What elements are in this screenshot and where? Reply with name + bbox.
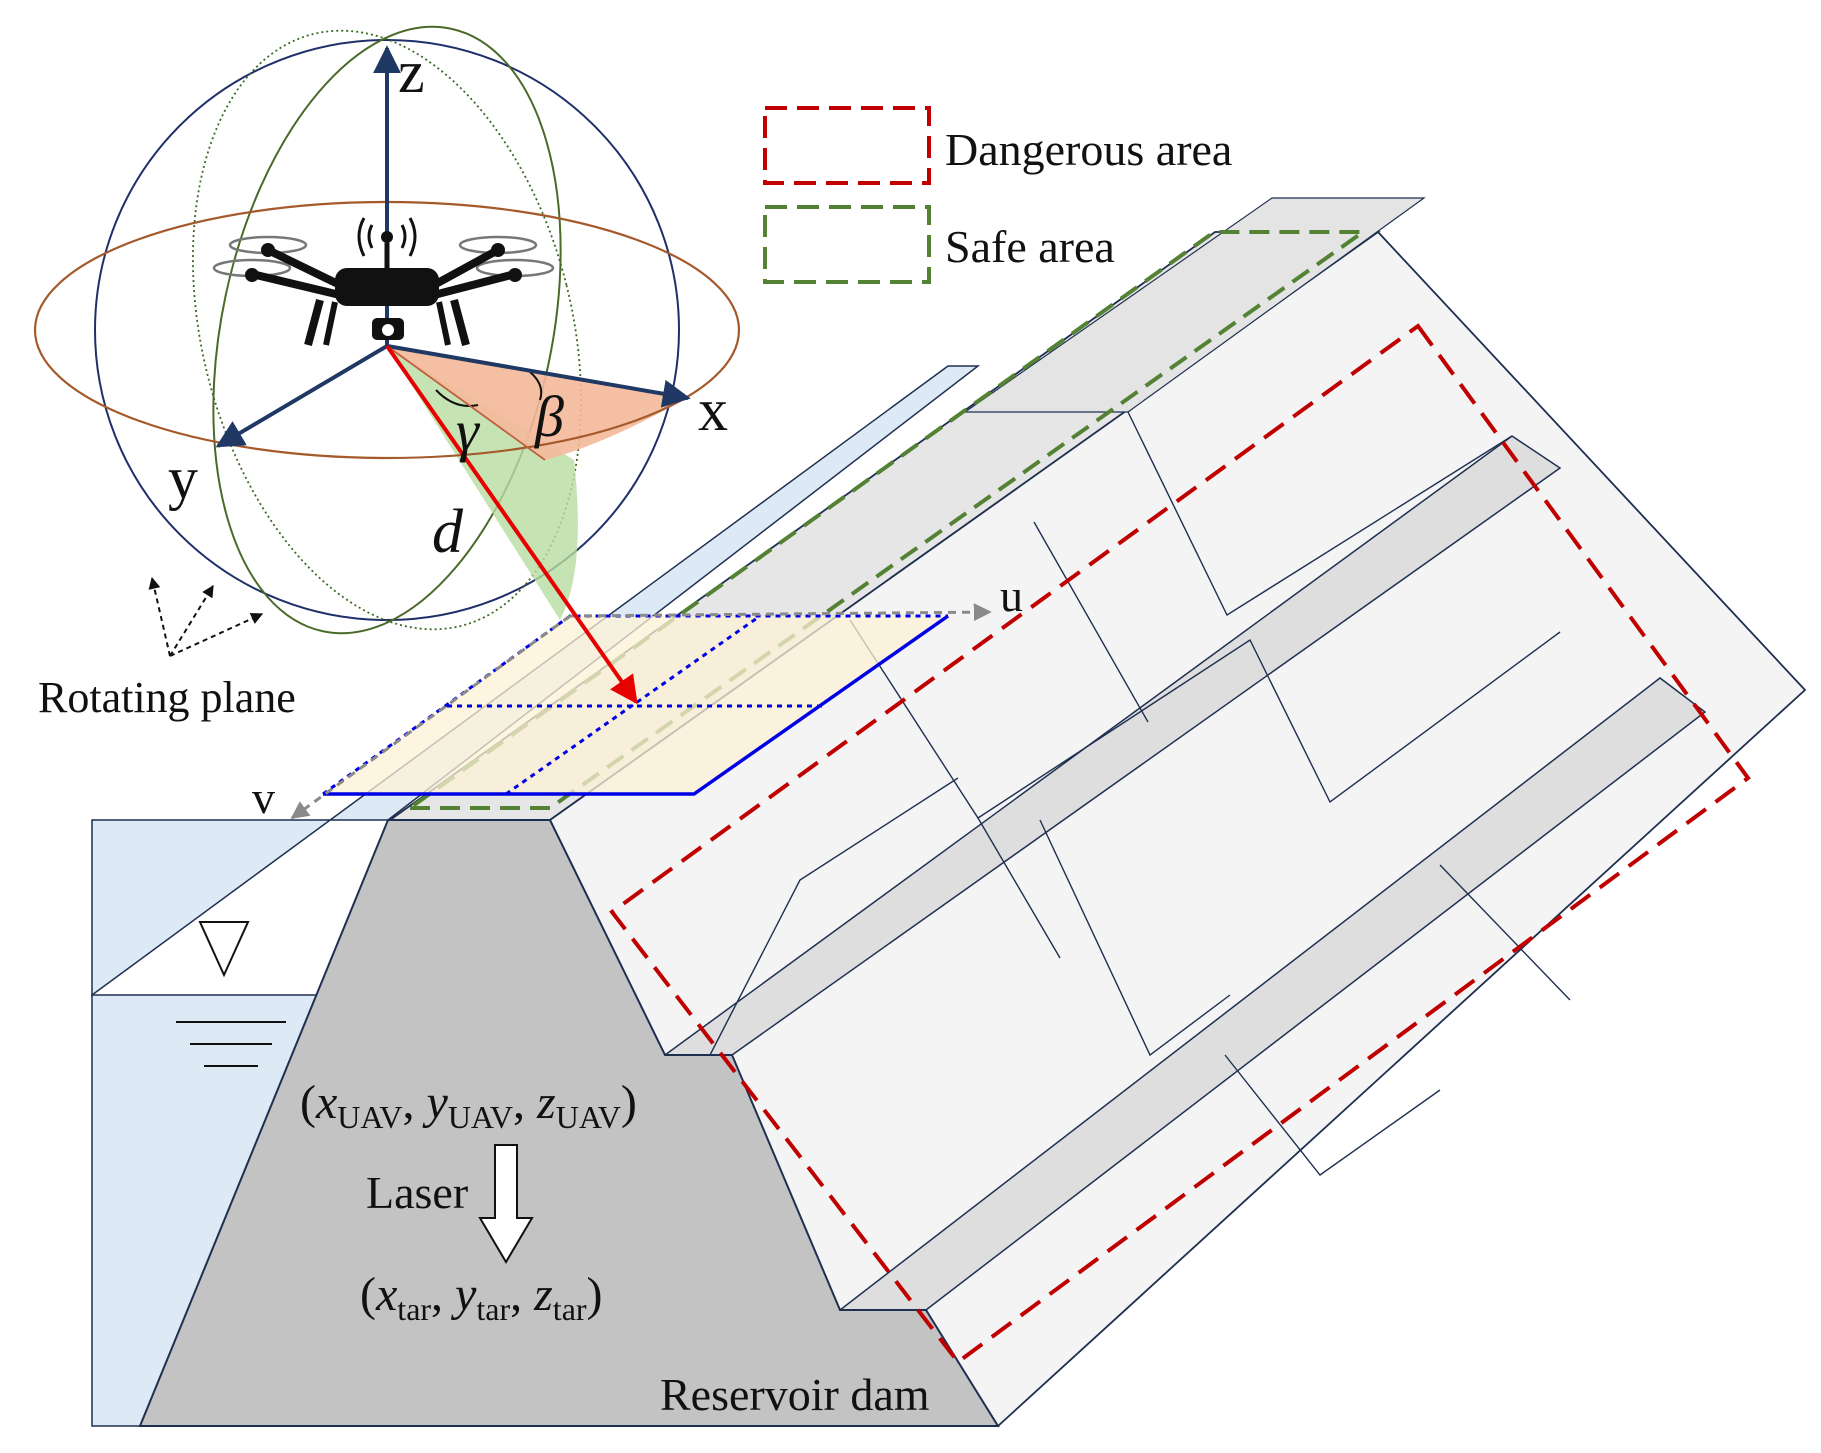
legend: Dangerous area Safe area bbox=[763, 106, 1232, 284]
laser-distance-arrow bbox=[385, 344, 638, 705]
beta-label: β bbox=[534, 384, 564, 449]
v-axis-label: v bbox=[252, 772, 275, 823]
slope-joints bbox=[709, 411, 1571, 1176]
x-axis-arrow bbox=[386, 344, 691, 408]
plane-centerline-v bbox=[505, 614, 761, 796]
target-coordinates: (xtar, ytar, ztar) bbox=[360, 1268, 603, 1327]
berm-crest bbox=[963, 197, 1426, 413]
gamma-arc bbox=[435, 389, 479, 407]
dam-label: Reservoir dam bbox=[660, 1369, 930, 1420]
safe-area-outline bbox=[408, 230, 1370, 810]
vertical-ring-dotted bbox=[192, 29, 582, 631]
laser-label: Laser bbox=[366, 1167, 468, 1218]
rotating-plane-label: Rotating plane bbox=[38, 673, 296, 722]
beta-sector bbox=[387, 346, 686, 460]
rotating-plane-indicator: Rotating plane bbox=[38, 576, 296, 722]
plane-surface bbox=[323, 616, 948, 794]
y-axis-arrow bbox=[215, 344, 389, 448]
y-axis-label: y bbox=[168, 445, 198, 511]
dam-cross-section bbox=[138, 819, 1000, 1427]
u-axis-arrow bbox=[569, 603, 992, 622]
laser-down-arrow bbox=[478, 1144, 534, 1264]
plane-solid-edges bbox=[323, 614, 950, 796]
signal-icon bbox=[357, 217, 417, 257]
legend-dangerous-label: Dangerous area bbox=[945, 124, 1232, 175]
vertical-ring bbox=[212, 25, 562, 635]
dam-body bbox=[138, 197, 1807, 1428]
x-axis-label: x bbox=[698, 377, 728, 443]
water-level-icon bbox=[176, 921, 286, 1067]
legend-safe-label: Safe area bbox=[945, 221, 1115, 272]
projection-line bbox=[386, 345, 546, 461]
gamma-label: γ bbox=[456, 398, 481, 463]
z-axis-label: z bbox=[398, 39, 425, 105]
coordinate-transform: (xUAV, yUAV, zUAV) Laser (xtar, ytar, zt… bbox=[300, 1076, 930, 1420]
v-axis-arrow bbox=[290, 614, 571, 820]
distance-label: d bbox=[432, 498, 464, 566]
legend-safe-swatch bbox=[763, 205, 931, 284]
beta-arc bbox=[529, 371, 543, 401]
uav-coordinates: (xUAV, yUAV, zUAV) bbox=[300, 1076, 637, 1135]
dangerous-area-outline bbox=[609, 323, 1751, 1365]
drone-icon bbox=[212, 217, 555, 347]
detection-plane: u v bbox=[252, 570, 1023, 823]
legend-dangerous-swatch bbox=[763, 106, 931, 185]
u-axis-label: u bbox=[1000, 570, 1023, 621]
